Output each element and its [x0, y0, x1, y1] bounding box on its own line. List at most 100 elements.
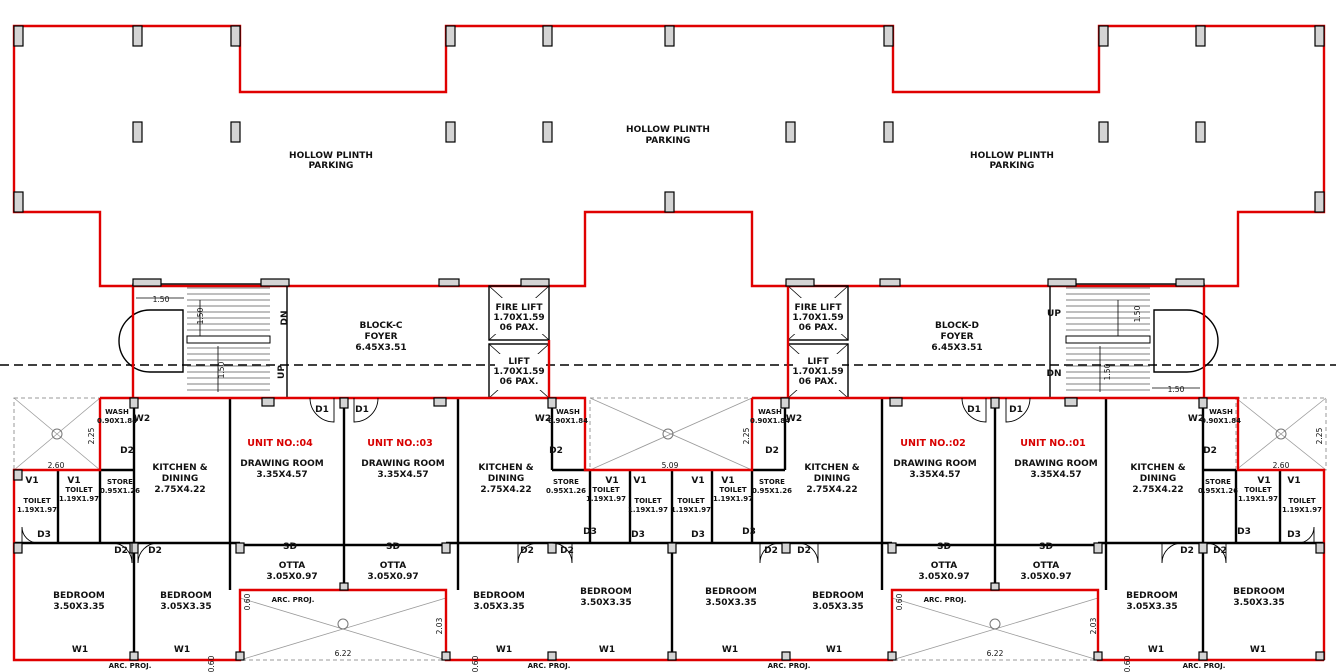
- tag-d3-a: D3: [37, 530, 51, 540]
- dim-622-a: 6.22: [335, 649, 352, 658]
- arc-proj-6: ARC. PROJ.: [1183, 662, 1226, 670]
- unit-01-label: UNIT NO.:01: [1020, 438, 1085, 449]
- kitchen-4-l1: KITCHEN &: [1130, 463, 1185, 473]
- toilet-6-size: 1.19X1.97: [713, 495, 753, 503]
- tag-sd-c: SD: [937, 542, 951, 552]
- kitchen-1-l1: KITCHEN &: [152, 463, 207, 473]
- tag-d2-i: D2: [764, 546, 778, 556]
- tag-sd-b: SD: [386, 542, 400, 552]
- store-1-size: 0.95X1.26: [100, 487, 140, 495]
- dim-260-b: 2.60: [1273, 461, 1290, 470]
- lift-4-size: 1.70X1.59: [792, 367, 843, 377]
- unit-03-label: UNIT NO.:03: [367, 438, 432, 449]
- tag-w1-a: W1: [72, 645, 88, 655]
- otta-3-size: 3.05X0.97: [918, 572, 969, 582]
- bedroom-4-name: BEDROOM: [580, 587, 632, 597]
- dim-060-e: 0.60: [1123, 655, 1132, 672]
- dim-225-a: 2.25: [87, 427, 96, 444]
- parking-labels: HOLLOW PLINTH PARKING HOLLOW PLINTH PARK…: [289, 125, 1054, 171]
- door-swings: [21, 397, 1315, 564]
- dn-label-d: DN: [1046, 369, 1061, 379]
- kitchen-4-l2: DINING: [1140, 474, 1177, 484]
- dim-509: 5.09: [662, 461, 679, 470]
- bedroom-8-size: 3.50X3.35: [1233, 598, 1284, 608]
- lift-label-mask: [495, 298, 842, 390]
- toilet-6-name: TOILET: [719, 486, 747, 494]
- lift-3-pax: 06 PAX.: [799, 323, 838, 333]
- drawing-3-name: DRAWING ROOM: [893, 459, 977, 469]
- parking-2-line2: PARKING: [646, 136, 691, 146]
- grey-outlines: [13, 397, 1327, 661]
- dim-622-b: 6.22: [987, 649, 1004, 658]
- tag-d3-e: D3: [742, 527, 756, 537]
- lift-2-name: LIFT: [508, 357, 530, 367]
- tag-d3-b: D3: [583, 527, 597, 537]
- otta-2-size: 3.05X0.97: [367, 572, 418, 582]
- tag-d2-a: D2: [120, 446, 134, 456]
- foyer-labels: BLOCK-C FOYER 6.45X3.51 BLOCK-D FOYER 6.…: [355, 321, 982, 353]
- lift-4-pax: 06 PAX.: [799, 377, 838, 387]
- tag-v1-c: V1: [605, 476, 618, 486]
- tag-d1-b: D1: [355, 405, 369, 415]
- store-3-name: STORE: [759, 478, 785, 486]
- parking-1-line1: HOLLOW PLINTH: [289, 151, 373, 161]
- block-c-room: FOYER: [364, 332, 397, 342]
- store-2-size: 0.95X1.26: [546, 487, 586, 495]
- toilet-2-name: TOILET: [65, 486, 93, 494]
- up-label-c: UP: [277, 365, 287, 379]
- dim-060-d: 0.60: [471, 655, 480, 672]
- bedroom-8-name: BEDROOM: [1233, 587, 1285, 597]
- kitchen-3-size: 2.75X4.22: [806, 485, 857, 495]
- dim-150-d: 1.50: [1168, 385, 1185, 394]
- tag-w1-b: W1: [174, 645, 190, 655]
- wash-4-name: WASH: [1209, 408, 1233, 416]
- block-d-name: BLOCK-D: [935, 321, 979, 331]
- dimension-labels: 2.25 2.25 2.25 2.60 2.60 5.09 0.60 0.60 …: [48, 427, 1324, 672]
- tag-w1-f: W1: [826, 645, 842, 655]
- tag-v1-h: V1: [1287, 476, 1300, 486]
- lift-3-name: FIRE LIFT: [794, 303, 842, 313]
- toilet-8-size: 1.19X1.97: [1282, 506, 1322, 514]
- drawing-1-size: 3.35X4.57: [256, 470, 307, 480]
- parking-3-line1: HOLLOW PLINTH: [970, 151, 1054, 161]
- toilet-4-size: 1.19X1.97: [628, 506, 668, 514]
- bedroom-7-name: BEDROOM: [1126, 591, 1178, 601]
- dim-060-b: 0.60: [895, 593, 904, 610]
- bedroom-5-name: BEDROOM: [705, 587, 757, 597]
- lift-1-name: FIRE LIFT: [495, 303, 543, 313]
- tag-w2-c: W2: [786, 414, 802, 424]
- drawing-2-size: 3.35X4.57: [377, 470, 428, 480]
- projection-labels: ARC. PROJ. ARC. PROJ. ARC. PROJ. ARC. PR…: [109, 596, 1226, 670]
- tag-v1-a: V1: [67, 476, 80, 486]
- arc-proj-3: ARC. PROJ.: [109, 662, 152, 670]
- stair-treads: [187, 287, 1150, 391]
- tag-d2-e: D2: [114, 546, 128, 556]
- wash-3-size: 0.90X1.84: [750, 417, 790, 425]
- tag-w2-a: W2: [134, 414, 150, 424]
- columns: [13, 25, 1325, 661]
- otta-4-size: 3.05X0.97: [1020, 572, 1071, 582]
- tag-d3-c: D3: [631, 530, 645, 540]
- drawing-4-size: 3.35X4.57: [1030, 470, 1081, 480]
- tag-v1-g: V1: [1257, 476, 1270, 486]
- tag-w1-h: W1: [1250, 645, 1266, 655]
- arc-proj-4: ARC. PROJ.: [528, 662, 571, 670]
- wash-1-name: WASH: [105, 408, 129, 416]
- wash-1-size: 0.90X1.84: [97, 417, 137, 425]
- tag-w1-d: W1: [599, 645, 615, 655]
- toilet-2-size: 1.19X1.97: [59, 495, 99, 503]
- tag-d2-j: D2: [797, 546, 811, 556]
- parking-1-line2: PARKING: [309, 161, 354, 171]
- wash-2-name: WASH: [556, 408, 580, 416]
- toilet-5-size: 1.19X1.97: [671, 506, 711, 514]
- kitchen-2-size: 2.75X4.22: [480, 485, 531, 495]
- block-d-size: 6.45X3.51: [931, 343, 982, 353]
- toilet-4-name: TOILET: [634, 497, 662, 505]
- bedroom-6-name: BEDROOM: [812, 591, 864, 601]
- arc-proj-2: ARC. PROJ.: [924, 596, 967, 604]
- tag-d2-b: D2: [549, 446, 563, 456]
- toilet-8-name: TOILET: [1288, 497, 1316, 505]
- tag-d1-a: D1: [315, 405, 329, 415]
- wash-4-size: 0.90X1.84: [1201, 417, 1241, 425]
- tag-v1-e: V1: [691, 476, 704, 486]
